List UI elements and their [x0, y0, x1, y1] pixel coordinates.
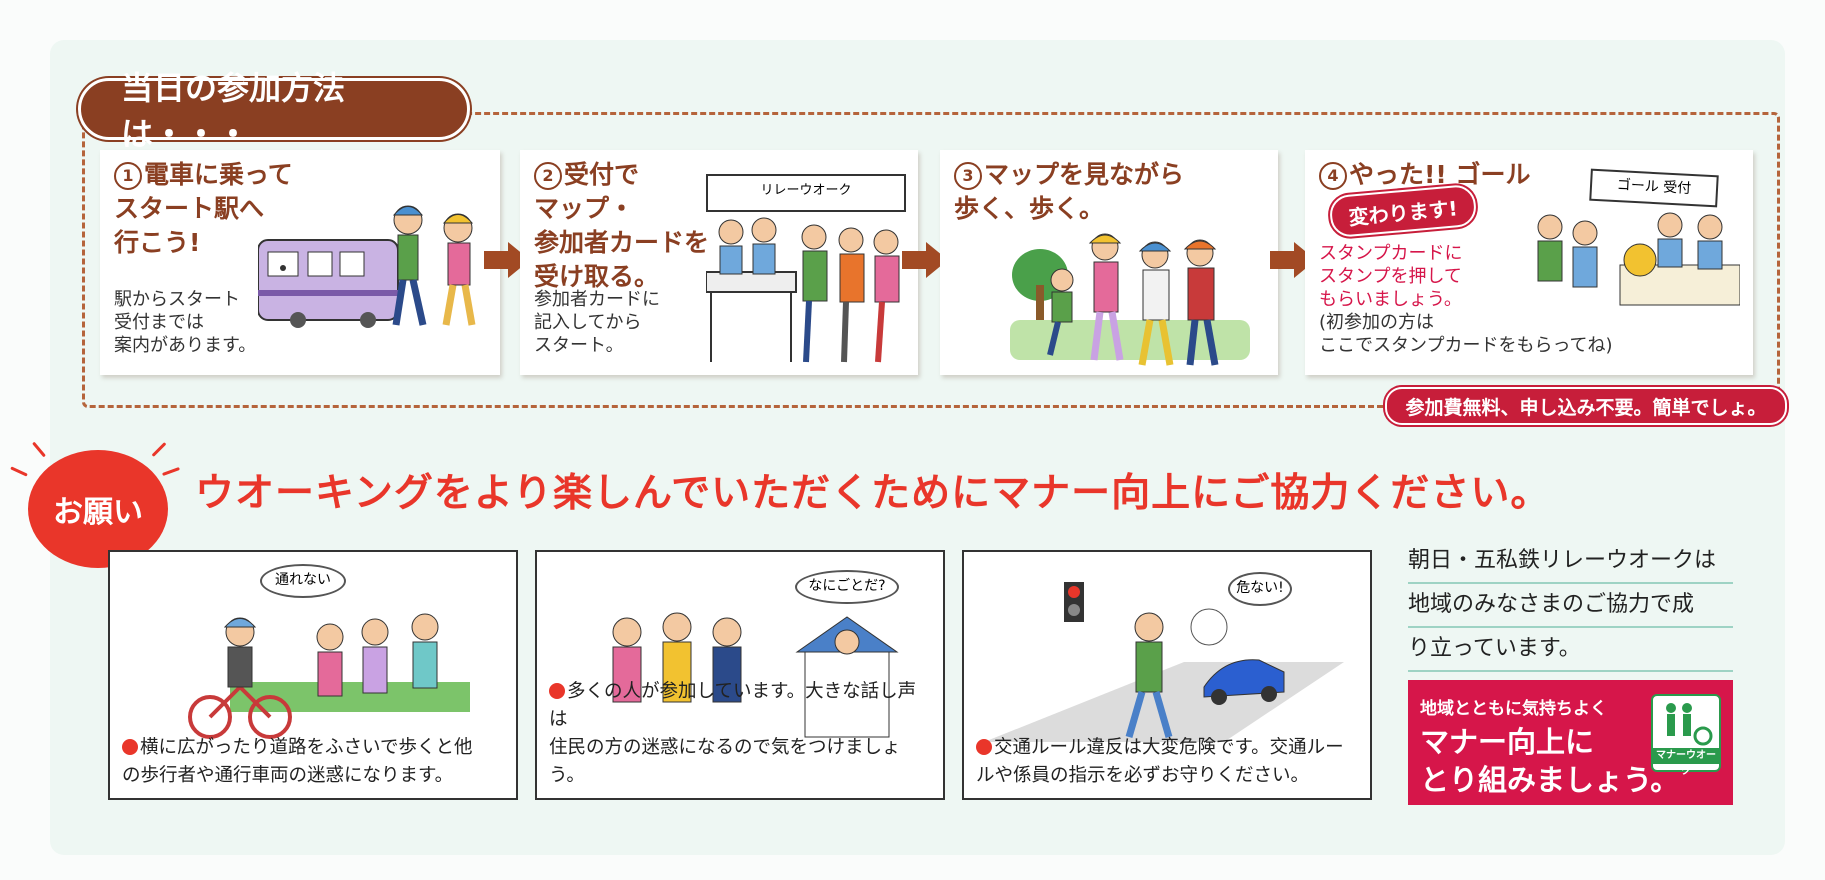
manner-headline: ウオーキングをより楽しんでいただくためにマナー向上にご協力ください。 [195, 471, 1551, 516]
campaign-big: マナー向上に とり組みましょう。 [1420, 725, 1680, 797]
manner-card-1: 通れない 横に広がったり道路をふさいで歩くと他 の歩行者や通行車両の迷惑になりま… [108, 550, 518, 800]
free-note-badge: 参加費無料、申し込み不要。簡単でしょ。 [1385, 387, 1787, 425]
campaign-box: 地域とともに気持ちよく マナー向上に とり組みましょう。 マナーウオーク [1408, 680, 1733, 805]
step-number: 1 [114, 162, 142, 190]
traffic-illustration [984, 582, 1344, 742]
campaign-small: 地域とともに気持ちよく [1420, 699, 1607, 719]
logo-label: マナーウオーク [1653, 748, 1719, 777]
manner-walk-logo: マナーウオーク [1651, 694, 1721, 777]
cooperation-text: 朝日・五私鉄リレーウオークは 地域のみなさまのご協力で成 り立っています。 [1408, 540, 1733, 672]
walkers-icon [1666, 703, 1713, 746]
step-number: 3 [954, 162, 982, 190]
manner-card-2: なにごとだ? 多くの人が参加しています。大きな話し声は 住民の方の迷惑になるので… [535, 550, 945, 800]
speech-bubble: 危ない! [1228, 572, 1292, 606]
manner-text-1: 横に広がったり道路をふさいで歩くと他 の歩行者や通行車両の迷惑になります。 [122, 737, 473, 786]
train-illustration [258, 205, 476, 328]
cyclist-illustration [188, 613, 470, 739]
ray-decoration [10, 466, 28, 477]
step-number: 4 [1319, 162, 1347, 190]
goal-sign: ゴール 受付 [1589, 168, 1719, 208]
steps-frame [82, 112, 1780, 408]
chatting-illustration [612, 612, 899, 738]
manner-card-3: 危ない! 交通ルール違反は大変危険です。交通ルー ルや係員の指示を必ずお守りくだ… [962, 550, 1372, 800]
cooperation-line: 地域のみなさまのご協力で成 [1408, 584, 1733, 628]
manner-text-2: 多くの人が参加しています。大きな話し声は 住民の方の迷惑になるので気をつけましょ… [549, 681, 917, 786]
manner-text-3: 交通ルール違反は大変危険です。交通ルー ルや係員の指示を必ずお守りください。 [976, 737, 1344, 786]
reception-sign: リレーウオーク [706, 174, 906, 212]
step-1-desc: 駅からスタート 受付までは 案内があります。 [114, 289, 257, 356]
step-4-desc: (初参加の方は ここでスタンプカードをもらってね) [1319, 312, 1613, 356]
speech-bubble: なにごとだ? [795, 570, 899, 604]
ray-decoration [32, 441, 46, 458]
cooperation-line: 朝日・五私鉄リレーウオークは [1408, 540, 1733, 584]
bullet-icon [976, 739, 992, 755]
step-4-desc-red: スタンプカードに スタンプを押して もらいましょう。 [1319, 243, 1463, 310]
reception-illustration [706, 217, 900, 363]
cooperation-line: り立っています。 [1408, 628, 1733, 672]
bullet-icon [549, 683, 565, 699]
goal-illustration [1537, 212, 1740, 306]
page-title: 当日の参加方法は・・・ [78, 69, 470, 153]
request-badge: お願い [28, 450, 168, 568]
speech-bubble: 通れない [260, 564, 346, 598]
step-number: 2 [534, 162, 562, 190]
step-2-desc: 参加者カードに 記入してから スタート。 [534, 289, 660, 356]
walking-illustration [1010, 233, 1250, 366]
bullet-icon [122, 739, 138, 755]
